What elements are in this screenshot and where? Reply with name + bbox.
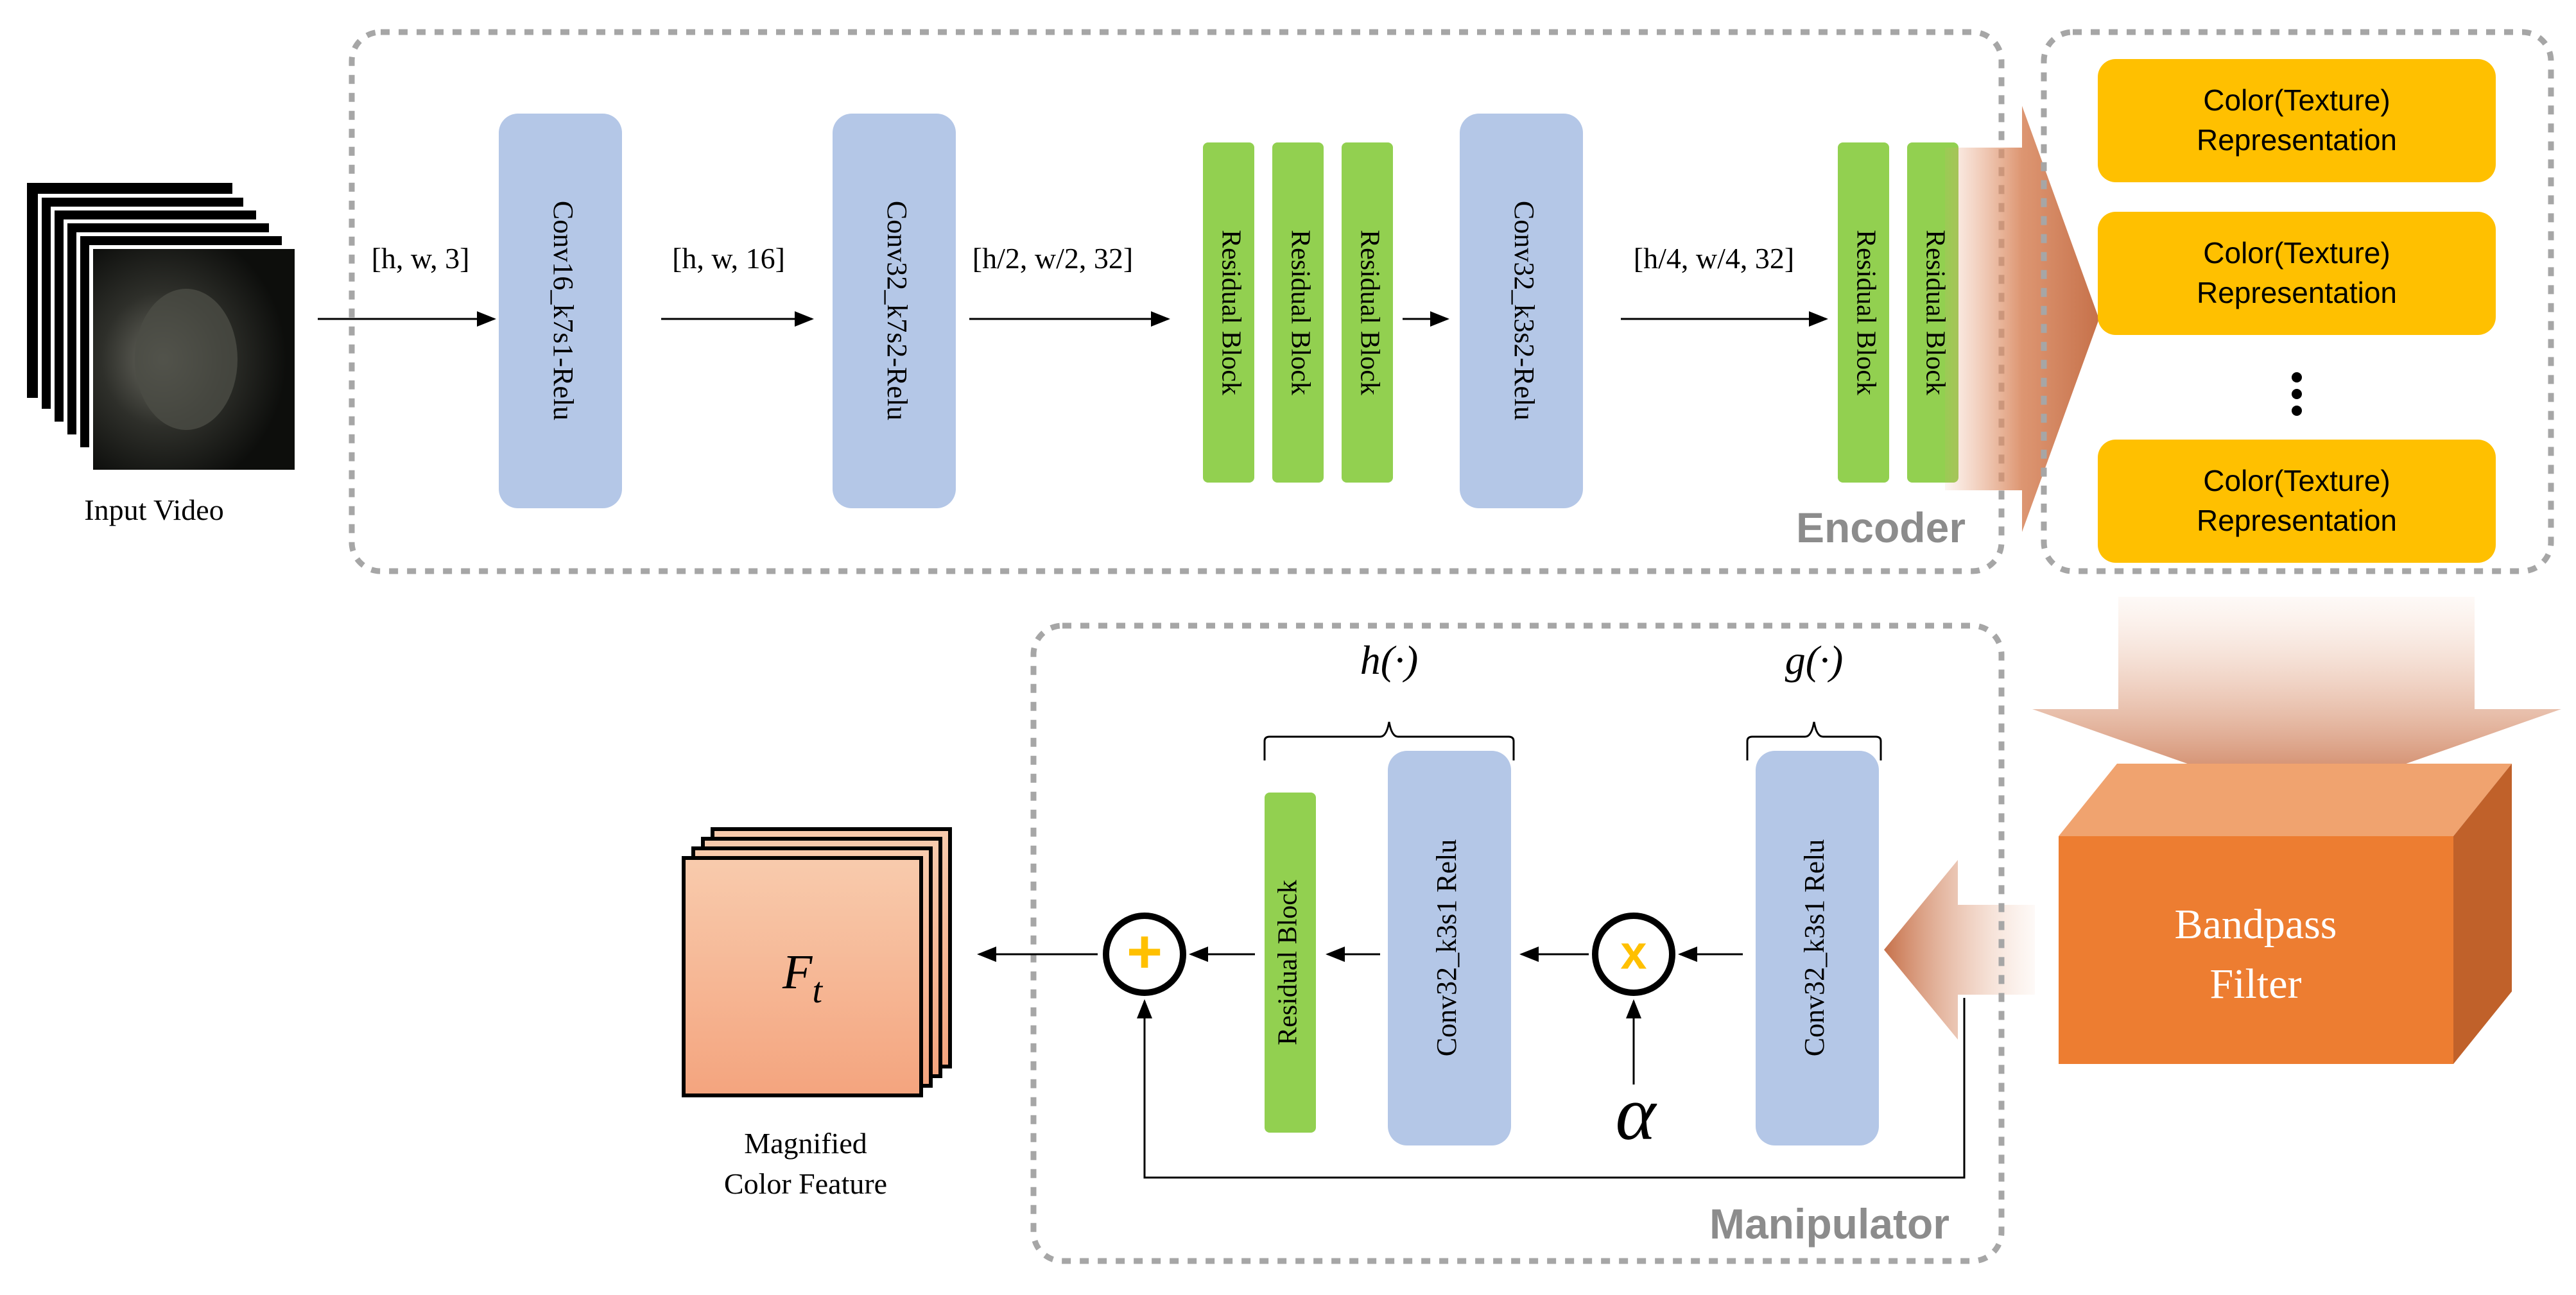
add-node <box>1103 913 1186 996</box>
residual-block-5-label: Residual Block <box>1920 230 1949 395</box>
add-symbol: + <box>1127 917 1163 986</box>
skip-connection-arrow <box>1137 998 1966 1179</box>
representation-1-line1: Color(Texture) <box>2203 83 2390 117</box>
bandpass-label-line1: Bandpass <box>2175 901 2337 948</box>
residual-block-4-label: Residual Block <box>1851 230 1880 395</box>
h-conv-block-label: Conv32_k3s1 Relu <box>1431 839 1462 1057</box>
encoder-to-representations-arrow <box>1945 106 2099 532</box>
g-conv-block-label: Conv32_k3s1 Relu <box>1799 839 1830 1057</box>
output-label-line2: Color Feature <box>724 1167 887 1200</box>
manipulator-box <box>1030 622 2005 1264</box>
input-video-stack <box>27 183 298 474</box>
representation-3 <box>2098 440 2496 563</box>
residual-block-2-label: Residual Block <box>1285 230 1315 395</box>
alpha-label: α <box>1616 1070 1657 1156</box>
input-video-label: Input Video <box>84 493 223 526</box>
conv32-k7s2-block-label: Conv32_k7s2-Relu <box>881 201 913 420</box>
representation-1 <box>2098 59 2496 182</box>
residual-block-3 <box>1342 142 1393 483</box>
conv32-k7s2-block <box>833 114 956 508</box>
h-brace <box>1263 721 1515 760</box>
ellipsis-dot-2 <box>2292 389 2302 399</box>
bandpass-front-face <box>2059 836 2453 1064</box>
residual-block-1-label: Residual Block <box>1216 230 1245 395</box>
representation-1-line2: Representation <box>2197 123 2397 157</box>
h-residual-block-label: Residual Block <box>1274 880 1303 1045</box>
conv32-k3s2-block <box>1460 114 1583 508</box>
shape-label-2: [h, w, 16] <box>672 242 785 275</box>
h-residual-block <box>1265 793 1316 1133</box>
representation-3-line2: Representation <box>2197 504 2397 537</box>
representations-to-bandpass-arrow <box>2032 597 2561 802</box>
feature-symbol: Ft <box>782 945 823 1011</box>
residual-block-1 <box>1203 142 1254 483</box>
shape-label-3: [h/2, w/2, 32] <box>972 242 1133 275</box>
representation-2-line2: Representation <box>2197 276 2397 309</box>
bandpass-filter-box <box>2059 764 2512 1064</box>
shape-label-4: [h/4, w/4, 32] <box>1634 242 1794 275</box>
representation-3-line1: Color(Texture) <box>2203 464 2390 497</box>
g-conv-block <box>1756 751 1879 1145</box>
conv16-block <box>499 114 622 508</box>
manipulator-title: Manipulator <box>1709 1200 1949 1248</box>
output-label-line1: Magnified <box>744 1127 867 1160</box>
encoder-title: Encoder <box>1796 504 1966 551</box>
ellipsis-dot-3 <box>2292 406 2302 416</box>
shape-label-1: [h, w, 3] <box>372 242 470 275</box>
ellipsis-dot-1 <box>2292 372 2302 382</box>
g-brace <box>1746 721 1882 760</box>
magnified-feature-stack <box>682 827 952 1097</box>
feature-front-layer <box>682 856 923 1097</box>
multiply-symbol: x <box>1620 926 1647 979</box>
residual-block-4 <box>1838 142 1889 483</box>
conv32-k3s2-block-label: Conv32_k3s2-Relu <box>1508 201 1540 420</box>
face-silhouette <box>135 289 238 430</box>
residual-block-3-label: Residual Block <box>1354 230 1384 395</box>
representations-box <box>2041 29 2554 574</box>
bandpass-label-line2: Filter <box>2210 961 2302 1008</box>
bandpass-side-face <box>2453 764 2512 1064</box>
bandpass-to-manipulator-arrow <box>1884 860 2035 1040</box>
conv16-block-label: Conv16_k7s1-Relu <box>548 201 579 420</box>
g-function-label: g(·) <box>1785 637 1844 683</box>
h-conv-block <box>1388 751 1511 1145</box>
representation-2 <box>2098 212 2496 335</box>
multiply-node <box>1592 913 1675 996</box>
h-function-label: h(·) <box>1360 637 1419 683</box>
residual-block-2 <box>1272 142 1324 483</box>
bandpass-top-face <box>2059 764 2512 836</box>
representation-2-line1: Color(Texture) <box>2203 236 2390 270</box>
